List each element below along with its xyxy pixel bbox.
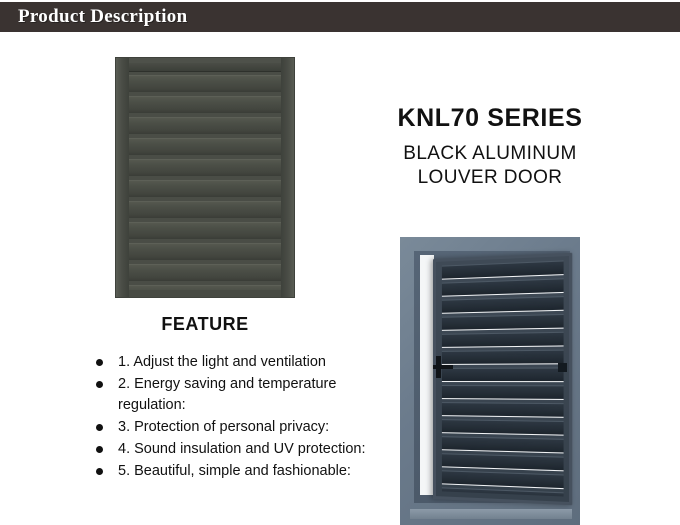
- door-louver-leaf: [433, 252, 573, 506]
- louver-slat: [129, 159, 281, 176]
- door-slat: [441, 260, 564, 280]
- feature-list: 1. Adjust the light and ventilation 2. E…: [92, 352, 392, 483]
- bullet-icon: [96, 381, 103, 388]
- product-title-block: KNL70 SERIES BLACK ALUMINUM LOUVER DOOR: [370, 104, 610, 190]
- louver-slat: [129, 138, 281, 155]
- feature-list-item: 2. Energy saving and temperature regulat…: [92, 374, 392, 416]
- louver-slat: [129, 243, 281, 260]
- feature-list-item: 4. Sound insulation and UV protection:: [92, 439, 392, 460]
- feature-text: 2. Energy saving and temperature regulat…: [118, 376, 337, 413]
- feature-heading: FEATURE: [161, 314, 249, 334]
- louver-slat: [129, 75, 281, 92]
- bullet-icon: [96, 468, 103, 475]
- door-slat: [441, 453, 564, 472]
- door-handle-icon: [433, 356, 453, 378]
- feature-text: 5. Beautiful, simple and fashionable:: [118, 463, 351, 479]
- feature-list-item: 3. Protection of personal privacy:: [92, 417, 392, 438]
- door-open-light-gap: [420, 255, 434, 495]
- product-description-header: Product Description: [0, 2, 680, 32]
- door-slat: [441, 470, 564, 490]
- door-slat: [441, 402, 564, 418]
- bullet-icon: [96, 446, 103, 453]
- product-series-name: KNL70 SERIES: [397, 104, 583, 132]
- louver-slat: [129, 96, 281, 113]
- louver-slat: [129, 285, 281, 290]
- louver-slat: [129, 222, 281, 239]
- feature-list-item: 1. Adjust the light and ventilation: [92, 352, 392, 373]
- bullet-icon: [96, 424, 103, 431]
- door-slat: [441, 385, 564, 400]
- door-latch-icon: [558, 363, 567, 372]
- feature-list-item: 5. Beautiful, simple and fashionable:: [92, 461, 392, 482]
- door-slat: [441, 349, 564, 365]
- door-slat: [441, 278, 564, 297]
- louver-door-image: [400, 237, 580, 525]
- door-slat: [441, 296, 564, 314]
- feature-text: 4. Sound insulation and UV protection:: [118, 441, 366, 457]
- louver-head-rail: [129, 63, 281, 72]
- feature-text: 1. Adjust the light and ventilation: [118, 354, 326, 370]
- louver-slat: [129, 201, 281, 218]
- door-sill: [410, 509, 572, 519]
- bullet-icon: [96, 359, 103, 366]
- louver-slat: [129, 117, 281, 134]
- door-slat: [441, 331, 564, 348]
- door-slat: [441, 436, 564, 454]
- feature-text: 3. Protection of personal privacy:: [118, 419, 330, 435]
- page-title: Product Description: [18, 6, 188, 27]
- product-subtitle-line1: BLACK ALUMINUM: [403, 142, 577, 164]
- door-slat: [441, 419, 564, 436]
- louver-slat: [129, 264, 281, 281]
- louver-panel-image: [115, 57, 295, 298]
- door-slat: [441, 313, 564, 331]
- louver-panel-slats: [129, 63, 281, 290]
- louver-slat: [129, 180, 281, 197]
- door-slat: [441, 487, 564, 497]
- door-slat: [441, 367, 564, 383]
- product-subtitle-line2: LOUVER DOOR: [417, 166, 563, 188]
- door-leaf-slats: [441, 260, 564, 497]
